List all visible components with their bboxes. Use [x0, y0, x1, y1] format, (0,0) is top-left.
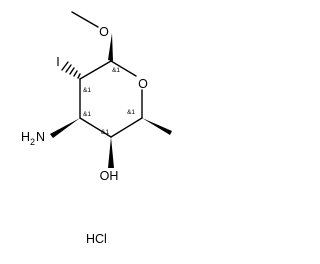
- bond-c4-c5: [110, 117, 143, 138]
- wedge-bond-c4-oh: [108, 137, 114, 168]
- atom-o-ring: O: [138, 77, 148, 91]
- atom-hydroxyl: OH: [100, 169, 119, 183]
- atom-iodine: I: [56, 55, 59, 69]
- bond-c3-c4: [79, 117, 112, 138]
- bond-c1-c2: [79, 60, 112, 80]
- bond-methyl-o: [71, 11, 99, 28]
- atom-label-layer: O I O H 2 N OH: [21, 25, 148, 183]
- atom-amine-h: H: [21, 130, 30, 144]
- atom-amine-n: N: [36, 130, 45, 144]
- stereo-label-c5: &1: [127, 109, 135, 116]
- wedge-bond-c5-methyl: [142, 118, 172, 135]
- stereo-label-c4: &1: [101, 129, 109, 136]
- wedge-bond-c3-n: [50, 118, 80, 138]
- stereo-label-c2: &1: [83, 87, 91, 94]
- bond-c1-oring: [110, 60, 137, 77]
- molecule-structure: O I O H 2 N OH &1 &1 &1 &1 &1 HCl: [21, 11, 172, 246]
- bond-layer: [50, 11, 172, 168]
- atom-o-methoxy: O: [99, 25, 109, 39]
- stereo-label-c3: &1: [83, 111, 91, 118]
- atom-amine-h-count: 2: [30, 137, 35, 147]
- hashed-bond-c2-i: [61, 61, 81, 79]
- atom-amine-group: H 2 N: [21, 130, 45, 147]
- stereo-label-layer: &1 &1 &1 &1 &1: [83, 67, 135, 136]
- wedge-bond-o-c1: [108, 33, 113, 61]
- stereo-label-c1: &1: [112, 67, 120, 74]
- structure-canvas: O I O H 2 N OH &1 &1 &1 &1 &1 HCl: [21, 11, 172, 246]
- salt-label: HCl: [86, 232, 107, 246]
